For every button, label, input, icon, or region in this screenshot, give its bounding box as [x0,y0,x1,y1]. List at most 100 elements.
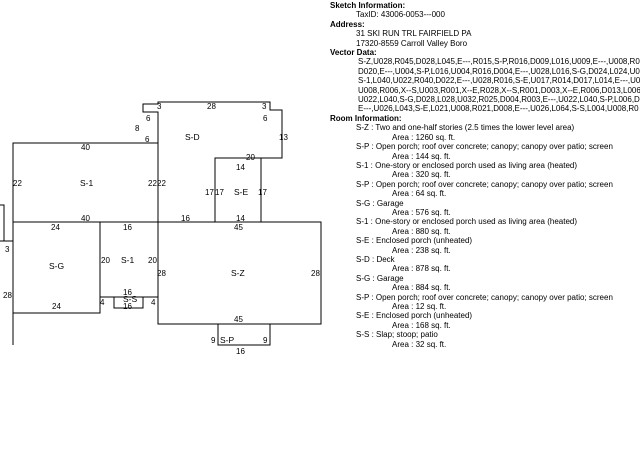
dim-label: 28 [207,102,216,111]
dim-label: 17 [258,188,267,197]
room-code: S-S [356,330,370,340]
building-sketch: S-D S-1 S-E S-G S-1 S-Z S-P S-S 3 28 3 6… [0,101,322,356]
dim-label: 6 [146,114,151,123]
room-entry: S-E : Enclosed porch (unheated) [356,311,473,321]
room-area: Area : 238 sq. ft. [392,245,451,255]
dim-label: 16 [123,288,132,297]
room-entry: S-Z : Two and one-half stories (2.5 time… [356,123,575,133]
dim-label: 16 [123,223,132,232]
dim-label: 9 [211,336,216,345]
dim-label: 6 [263,114,268,123]
vector-line: S-1,L040,U022,R040,D022,E---,U028,R016,S… [358,76,640,86]
room-label-sp: S-P [220,335,235,345]
dim-label: 24 [51,223,60,232]
room-area: Area : 12 sq. ft. [392,302,447,311]
room-s1-upper [12,142,159,223]
room-label-ss: S-S [123,294,138,304]
dim-label: 4 [151,298,156,307]
room-code: S-E [356,311,370,321]
dim-label: 14 [236,214,245,223]
room-code: S-P [356,142,370,152]
dim-label: 22 [13,179,22,188]
dim-label: 40 [81,214,90,223]
address-line-2: 17320-8559 Carroll Valley Boro [356,38,468,48]
room-label-se: S-E [234,187,249,197]
vector-line: S-Z,U028,R045,D028,L045,E---,R015,S-P,R0… [358,57,640,67]
room-label-s1-mid: S-1 [121,255,135,265]
room-desc: One-story or enclosed porch used as livi… [375,160,578,170]
deck-outline [142,101,283,222]
dim-label: 45 [234,223,243,232]
room-code: S-P [356,179,370,189]
dim-label: 4 [100,298,105,307]
room-area: Area : 576 sq. ft. [392,207,451,217]
dim-label: 22 [157,179,166,188]
enclosed-porch-outline [214,157,261,222]
dim-label: 13 [279,133,288,142]
room-label-sz: S-Z [231,268,245,278]
vector-data-label: Vector Data: [330,48,377,58]
dim-label: 20 [148,256,157,265]
room-area: Area : 880 sq. ft. [392,226,451,236]
room-area: Area : 168 sq. ft. [392,320,451,330]
dim-label: 6 [145,135,150,144]
room-area: Area : 1260 sq. ft. [392,132,456,142]
s1-small-porch [113,297,144,309]
dim-label: 24 [52,302,61,311]
room-code: S-D [356,254,370,264]
dim-label: 28 [311,269,320,278]
room-code: S-E [356,236,370,246]
room-entry: S-1 : One-story or enclosed porch used a… [356,217,578,227]
dim-label: 28 [157,269,166,278]
room-desc: Enclosed porch (unheated) [376,236,473,246]
room-desc: Garage [376,198,404,208]
room-desc: Open porch; roof over concrete; canopy; … [375,292,613,302]
room-entry: S-P : Open porch; roof over concrete; ca… [356,142,613,152]
sketch-info-panel: Sketch Information: TaxID: 43006-0053---… [330,1,640,349]
room-entry: S-S : Slap; stoop; patio [356,330,438,340]
room-desc: One-story or enclosed porch used as livi… [375,217,578,227]
room-desc: Two and one-half stories (2.5 times the … [375,123,575,133]
room-info-label: Room Information: [330,113,402,123]
dim-label: 16 [181,214,190,223]
dim-label: 9 [263,336,268,345]
porch-sp-outline [217,323,271,346]
room-area: Area : 32 sq. ft. [392,339,447,349]
vector-line: U022,L040,S-G,D028,L028,U032,R025,D004,R… [358,95,640,105]
dim-label: 28 [3,291,12,300]
room-entry: S-P : Open porch; roof over concrete; ca… [356,179,613,189]
room-code: S-G [356,273,371,283]
room-code: S-G [356,198,371,208]
dim-label: 16 [236,347,245,356]
vector-line: U008,R006,X--S,U003,R001,X--E,R028,X--S,… [358,85,640,95]
dim-label: 20 [246,153,255,162]
dim-label: 17 [215,188,224,197]
room-desc: Open porch; roof over concrete; canopy; … [375,179,613,189]
room-entry: S-G : Garage [356,198,404,208]
dim-label: 8 [135,124,140,133]
dim-label: 3 [5,245,10,254]
vector-line: D020,E---,U004,S-P,L016,U004,R016,D004,E… [358,66,640,76]
dim-label: 17 [205,188,214,197]
room-area: Area : 144 sq. ft. [392,151,451,161]
dim-label: 45 [234,315,243,324]
dim-label: 14 [236,163,245,172]
room-entry: S-E : Enclosed porch (unheated) [356,236,473,246]
sketch-info-heading: Sketch Information: [330,1,406,10]
room-entry: S-1 : One-story or enclosed porch used a… [356,160,578,170]
dim-label: 40 [81,143,90,152]
room-code: S-P [356,292,370,302]
left-edge-outline [0,204,5,242]
room-label-sd: S-D [185,132,200,142]
room-desc: Enclosed porch (unheated) [376,311,473,321]
room-entry: S-G : Garage [356,273,404,283]
room-code: S-Z [356,123,369,133]
dim-label: 3 [157,102,162,111]
room-desc: Open porch; roof over concrete; canopy; … [375,142,613,152]
room-code: S-1 [356,217,369,227]
room-desc: Deck [376,254,395,264]
address-line-1: 31 SKI RUN TRL FAIRFIELD PA [356,29,472,39]
room-area: Area : 878 sq. ft. [392,264,451,274]
room-area: Area : 884 sq. ft. [392,283,451,293]
room-entry: S-P : Open porch; roof over concrete; ca… [356,292,613,302]
